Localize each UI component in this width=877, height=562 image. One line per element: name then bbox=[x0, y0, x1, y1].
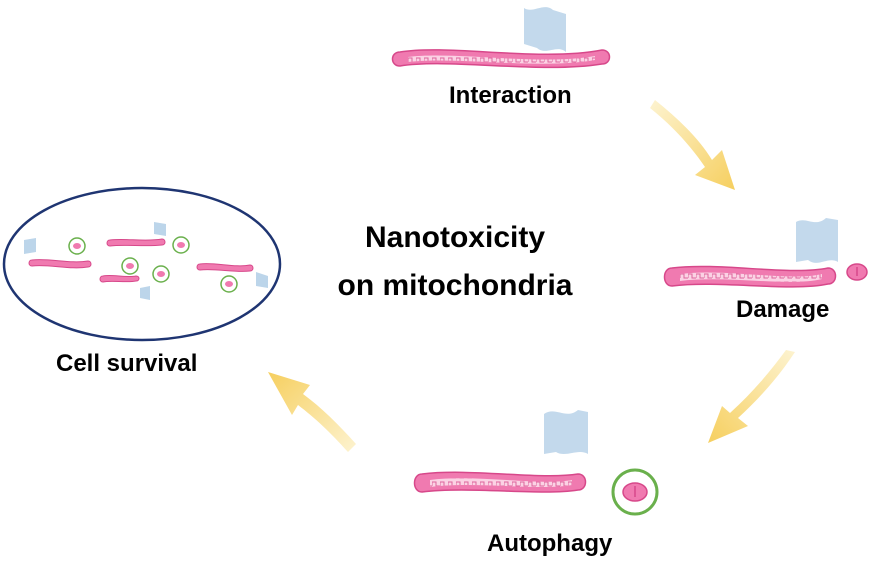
mitochondrion-icon bbox=[196, 263, 254, 272]
autophagosome-icon bbox=[220, 275, 238, 293]
interaction-label: Interaction bbox=[449, 82, 572, 109]
mitochondrion-fragment-icon bbox=[846, 263, 868, 281]
mitochondrion-icon bbox=[106, 238, 166, 247]
damage-label: Damage bbox=[736, 296, 830, 323]
interaction-group bbox=[391, 7, 611, 69]
damage-group bbox=[663, 218, 868, 288]
autophagosome-icon bbox=[611, 468, 659, 516]
mitochondrion-icon bbox=[663, 265, 837, 288]
nanosheet-icon bbox=[256, 272, 268, 288]
arrow-icon bbox=[650, 100, 735, 190]
mitochondrion-icon bbox=[391, 49, 611, 69]
diagram-title: Nanotoxicity on mitochondria bbox=[305, 214, 605, 310]
nanosheet-icon bbox=[140, 286, 150, 300]
autophagy-label: Autophagy bbox=[487, 530, 613, 557]
title-line-1: Nanotoxicity bbox=[364, 221, 546, 254]
nanosheet-icon bbox=[524, 7, 566, 52]
nanosheet-icon bbox=[796, 218, 838, 263]
arrow-icon bbox=[708, 350, 795, 443]
nanosheet-icon bbox=[154, 222, 166, 236]
autophagosome-icon bbox=[172, 236, 190, 254]
cell-survival-label: Cell survival bbox=[56, 350, 198, 377]
mitochondrion-icon bbox=[413, 471, 587, 493]
arrow-icon bbox=[268, 372, 356, 452]
autophagy-group bbox=[413, 410, 659, 516]
autophagosome-icon bbox=[121, 257, 139, 275]
nanosheet-icon bbox=[24, 238, 36, 254]
cell-icon bbox=[2, 186, 282, 342]
autophagosome-icon bbox=[152, 265, 170, 283]
autophagosome-icon bbox=[68, 237, 86, 255]
mitochondrion-icon bbox=[28, 259, 92, 269]
title-line-2: on mitochondria bbox=[337, 269, 573, 302]
nanosheet-icon bbox=[544, 410, 588, 454]
mitochondrion-icon bbox=[99, 274, 140, 283]
